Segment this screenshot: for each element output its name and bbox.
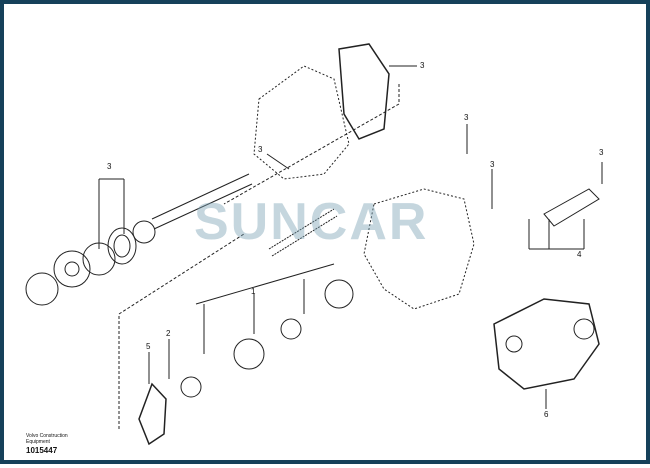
pump-port	[505, 335, 523, 353]
leader-3-mid	[266, 153, 290, 170]
dashed-leader-2	[223, 84, 400, 205]
caption-line1: Volvo Construction	[26, 433, 68, 439]
pump-flange	[573, 318, 595, 340]
snap-ring-2	[132, 220, 156, 244]
gasket	[338, 43, 390, 140]
seal	[107, 227, 137, 265]
housing-outline	[253, 65, 350, 180]
dashed-leader	[118, 233, 245, 429]
callout-4: 4	[577, 250, 582, 259]
seal-inner	[113, 234, 131, 258]
callout-3-right: 3	[464, 113, 469, 122]
cylinder-block	[233, 338, 265, 370]
callout-6: 6	[544, 410, 549, 419]
callout-3-left: 3	[107, 162, 112, 171]
caption-line2: Equipment	[26, 439, 50, 445]
callout-5: 5	[146, 342, 151, 351]
bracket-4	[528, 219, 585, 250]
spring-coil	[280, 318, 302, 340]
callout-2: 2	[166, 329, 171, 338]
watermark-text: SUNCAR	[194, 193, 428, 251]
valve-spool	[543, 188, 600, 227]
gear	[53, 250, 91, 288]
snap-ring	[25, 272, 59, 306]
callout-1: 1	[251, 287, 256, 296]
cover-plate	[138, 382, 167, 446]
spring	[268, 208, 338, 257]
callout-3-mid: 3	[258, 145, 263, 154]
manufacturer-caption: Volvo Construction Equipment	[26, 433, 68, 445]
center-housing-outline	[363, 188, 475, 310]
gear-hub	[64, 261, 80, 277]
callout-3-top: 3	[420, 61, 425, 70]
bracket-3-left	[98, 178, 125, 249]
swash-plate	[180, 376, 202, 398]
bearing-plate	[324, 279, 354, 309]
callout-3-far: 3	[599, 148, 604, 157]
callouts: 3 3 3 3 3 3 4 1 2 5 6	[107, 61, 604, 419]
part-code: 1015447	[26, 446, 58, 455]
bracket-1	[195, 263, 335, 354]
pump-body	[493, 298, 600, 390]
shaft	[151, 173, 253, 230]
callout-3-r2: 3	[490, 160, 495, 169]
exploded-parts-diagram: SUNCAR 3 3 3 3 3 3 4 1 2 5 6	[25, 43, 604, 446]
